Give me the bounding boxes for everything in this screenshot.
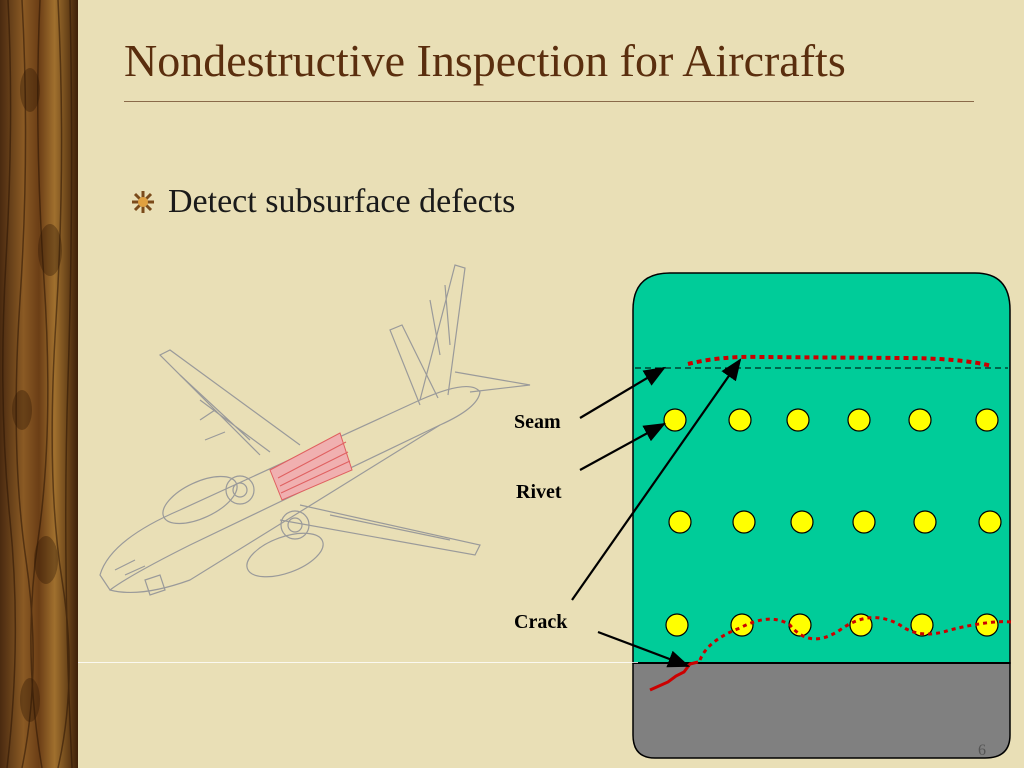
- rivet: [663, 408, 687, 432]
- seam-label: Seam: [514, 411, 561, 433]
- crack-arrow-seam: [571, 358, 742, 601]
- rivet-crack: [698, 616, 1013, 661]
- slide-title: Nondestructive Inspection for Aircrafts: [124, 35, 846, 86]
- rivet: [728, 408, 752, 432]
- surface-crack: [649, 660, 699, 692]
- rivet-arrow: [579, 422, 666, 471]
- rivet: [668, 510, 692, 534]
- rivet: [665, 613, 689, 637]
- bullet-item: Detect subsurface defects: [130, 183, 515, 221]
- rivet: [786, 408, 810, 432]
- rivet: [852, 510, 876, 534]
- rivet: [732, 510, 756, 534]
- rivet: [908, 408, 932, 432]
- wood-sidebar: [0, 0, 78, 768]
- skin-panel: [632, 272, 1011, 664]
- title-underline: [124, 101, 974, 102]
- rivet: [849, 613, 873, 637]
- substructure: [632, 662, 1011, 759]
- rivet: [913, 510, 937, 534]
- rivet: [910, 613, 934, 637]
- rivet: [788, 613, 812, 637]
- inspection-area-highlight: [269, 432, 353, 501]
- seam-arrow: [579, 366, 666, 419]
- rivet: [730, 613, 754, 637]
- page-number: 6: [978, 742, 986, 759]
- rivet: [975, 408, 999, 432]
- footer-rule: [78, 662, 638, 663]
- rivet-label: Rivet: [516, 481, 562, 503]
- starburst-bullet-icon: [132, 191, 154, 213]
- rivet: [790, 510, 814, 534]
- rivet: [978, 510, 1002, 534]
- rivet-rows: [663, 408, 1002, 637]
- rivet: [847, 408, 871, 432]
- bullet-text: Detect subsurface defects: [168, 183, 516, 220]
- crack-arrow-bottom: [597, 630, 691, 668]
- crack-label: Crack: [514, 611, 568, 633]
- seam-crack: [687, 354, 993, 368]
